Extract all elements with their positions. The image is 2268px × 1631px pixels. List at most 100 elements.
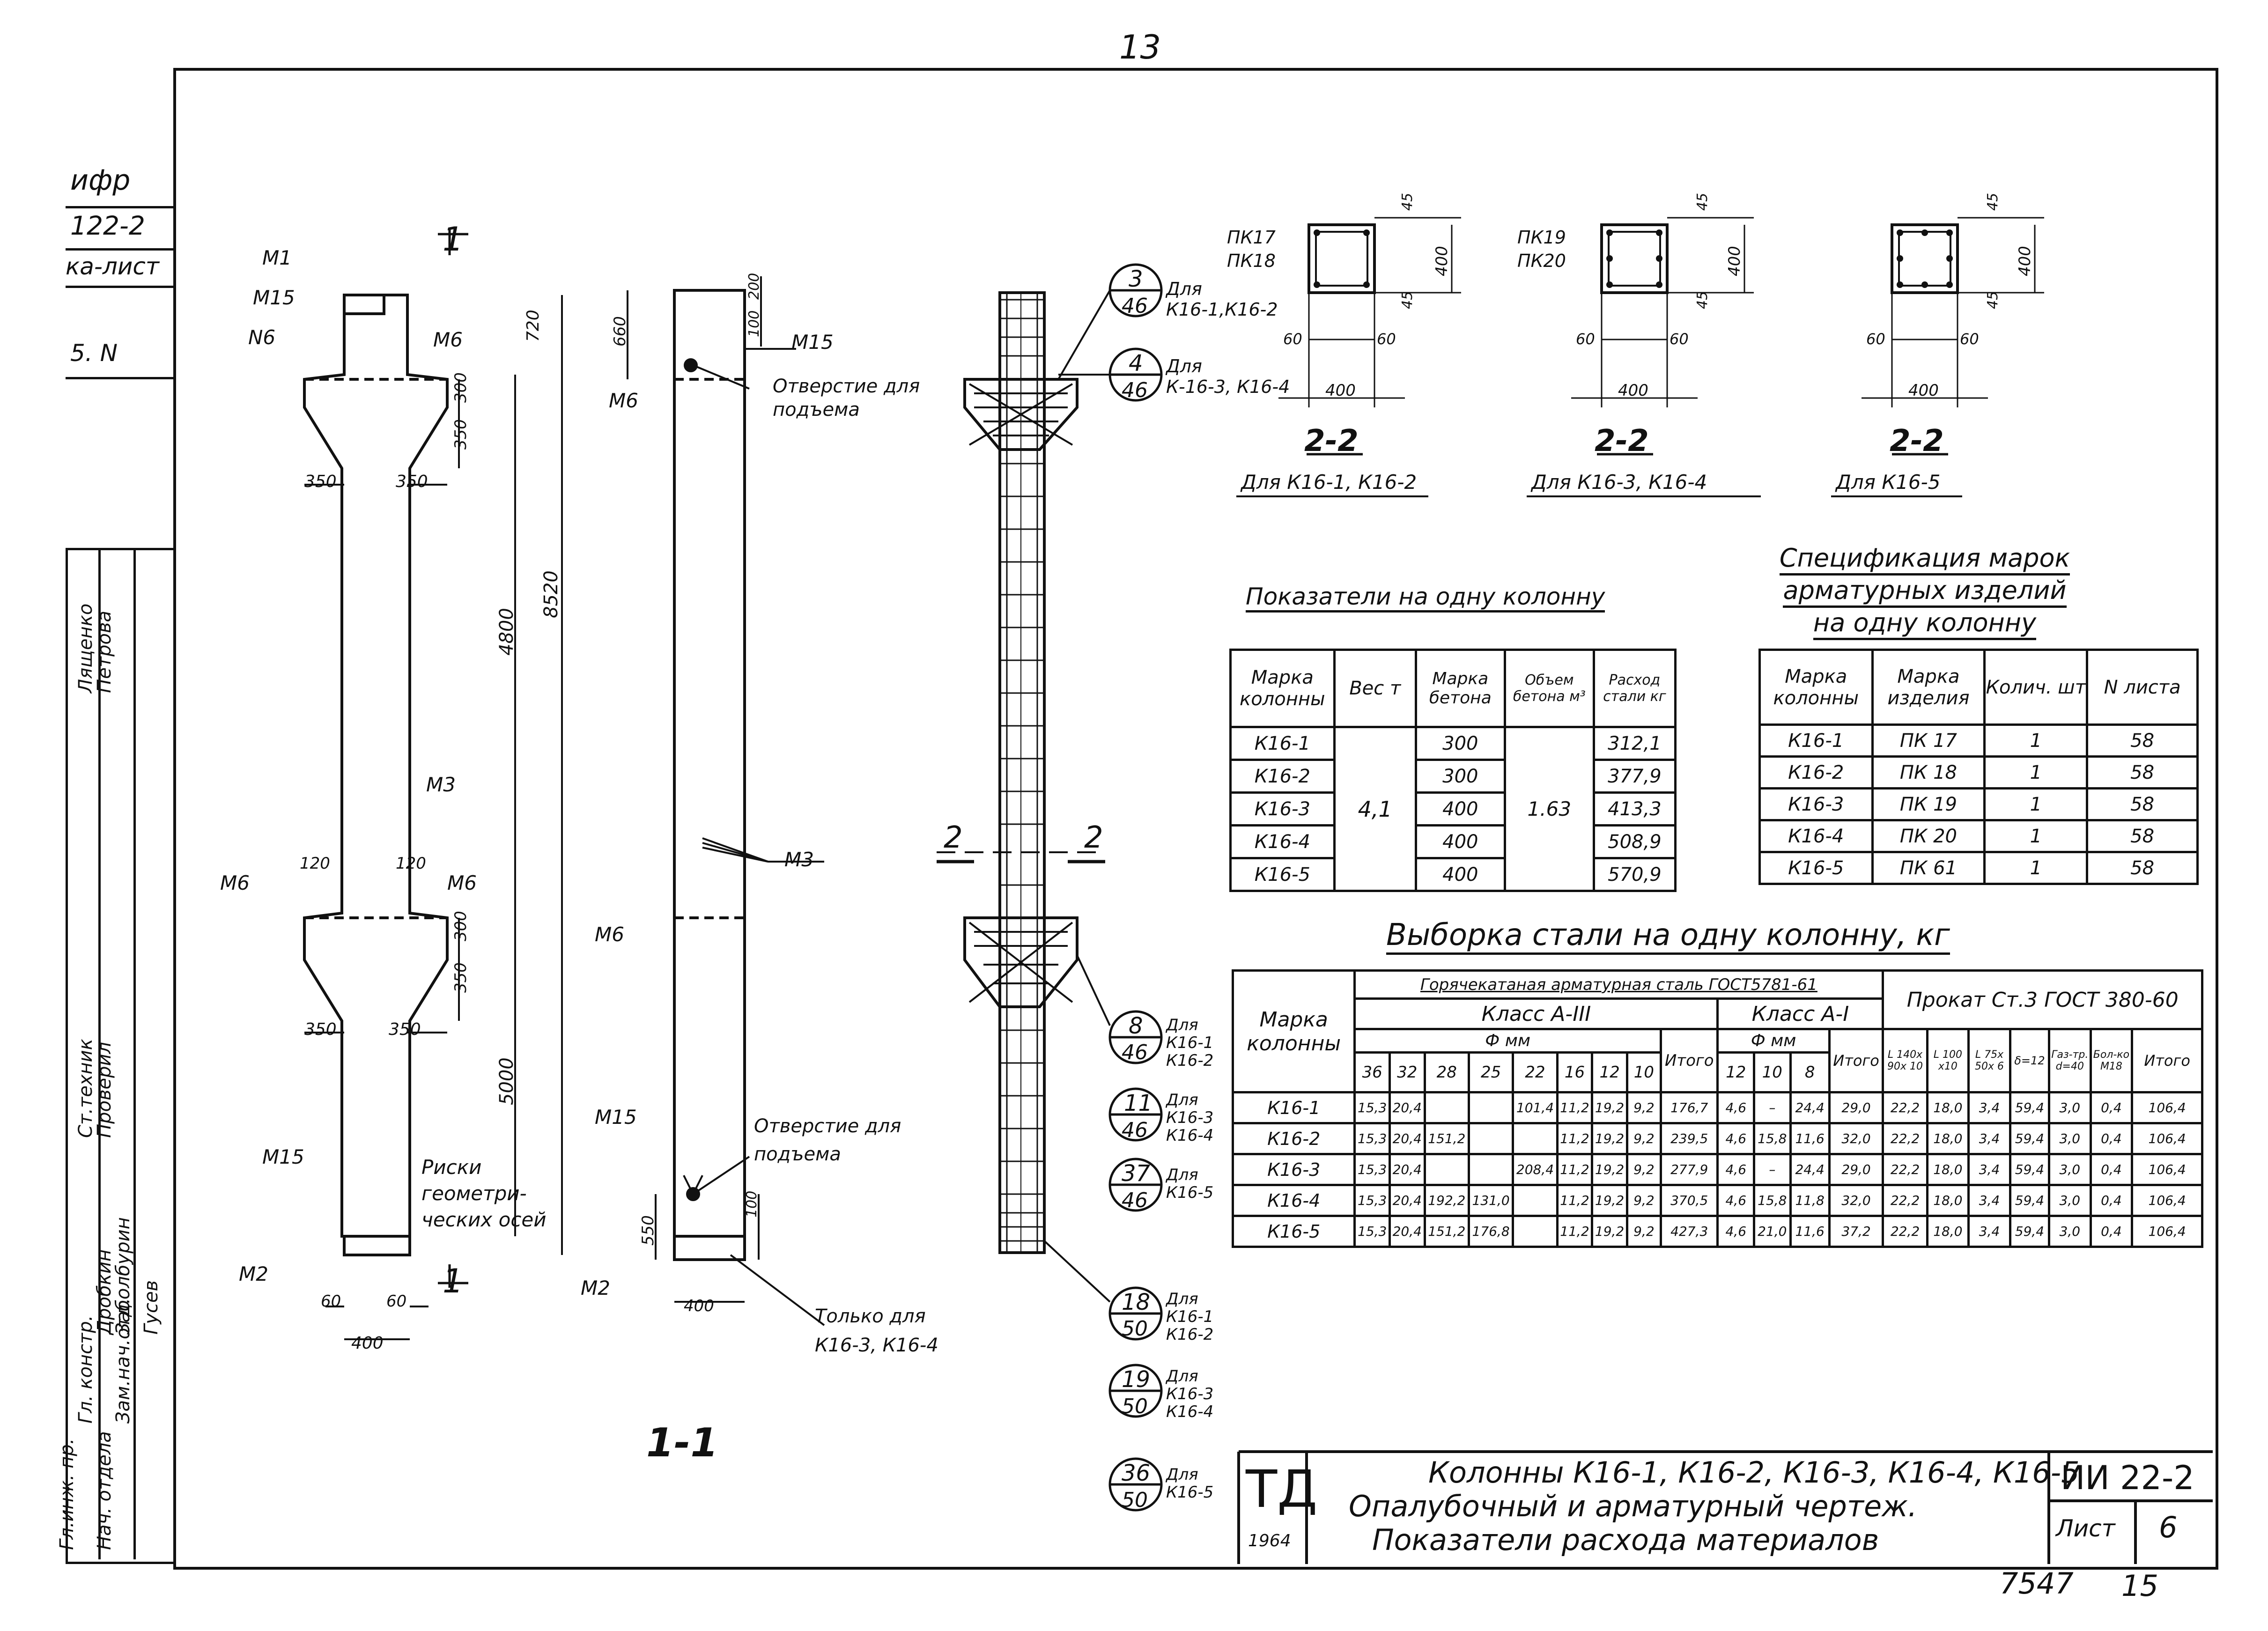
- divider: [66, 248, 173, 251]
- table-header: δ=12: [2009, 1028, 2050, 1093]
- dim-label: 400: [1325, 381, 1356, 400]
- table-cell: [1423, 1091, 1470, 1124]
- mark-label: М3: [784, 848, 814, 871]
- table-header: 10: [1625, 1051, 1662, 1093]
- table-cell: 11,6: [1789, 1215, 1831, 1248]
- table-cell: ПК 20: [1871, 819, 1986, 853]
- sheet-number: 6: [2159, 1510, 2178, 1544]
- dim-label: 120: [396, 854, 426, 873]
- callout-sheet: 50: [1122, 1317, 1148, 1341]
- mark-label: М15: [791, 331, 834, 354]
- page-number-top: 13: [1119, 28, 1161, 66]
- callout-for: Для: [1166, 1290, 1198, 1308]
- table-cell: 32,0: [1828, 1184, 1884, 1217]
- sheet-label: Лист: [2056, 1515, 2115, 1542]
- section-sub: Для К16-1, К16-2: [1241, 471, 1417, 494]
- callout-for: Для: [1166, 1465, 1198, 1484]
- table-cell: 32,0: [1828, 1122, 1884, 1155]
- side-stamp: ифр 122-2 ка-лист 5. N Гл.инж. пр. Гл. к…: [0, 155, 176, 1564]
- callout-sheet: 46: [1122, 1188, 1148, 1212]
- table-cell: –: [1753, 1153, 1792, 1186]
- table-cell: –: [1753, 1091, 1792, 1124]
- table-cell: 59,4: [2009, 1122, 2050, 1155]
- table-header: 8: [1789, 1051, 1831, 1093]
- callout-for: Для: [1166, 1016, 1198, 1034]
- dim-label: 100: [744, 1191, 760, 1218]
- table-cell: 4,6: [1716, 1215, 1756, 1248]
- table-cell: 11,2: [1556, 1153, 1594, 1186]
- dim-label: 45: [1399, 193, 1416, 211]
- table-cell: 59,4: [2009, 1215, 2050, 1248]
- table-cell: 58: [2086, 851, 2199, 885]
- table-cell: 3,0: [2047, 1184, 2092, 1217]
- table-cell: 3,0: [2047, 1091, 2092, 1124]
- dim-label: 400: [1908, 381, 1939, 400]
- table-cell: К16-4: [1229, 824, 1336, 859]
- hole-label: Отверстие для подъема: [773, 376, 920, 421]
- table-cell: 3,0: [2047, 1122, 2092, 1155]
- callout-num: 3: [1129, 266, 1143, 292]
- table-header: Итого: [2131, 1028, 2203, 1093]
- table-cell: 21,0: [1753, 1215, 1792, 1248]
- table-cell: 9,2: [1625, 1122, 1662, 1155]
- callout-for: Для: [1166, 279, 1202, 299]
- divider: [66, 206, 173, 208]
- dim-label: 660: [611, 316, 629, 347]
- callout-cols: К-16-3, К16-4: [1166, 376, 1290, 397]
- callout-label: Для К-16-3, К16-4: [1166, 356, 1290, 397]
- side-stamp-line: ифр: [70, 164, 131, 197]
- table-header: L 100 x10: [1926, 1028, 1970, 1093]
- callout-num: 4: [1129, 350, 1143, 376]
- table-cell: [1467, 1122, 1514, 1155]
- table-cell: 24,4: [1789, 1153, 1831, 1186]
- mark-label: М2: [239, 1262, 268, 1285]
- table-cell: 3,4: [1967, 1184, 2011, 1217]
- table-cell: 58: [2086, 819, 2199, 853]
- dim-label: 8520: [540, 570, 562, 618]
- mark-label: М6: [447, 871, 477, 894]
- table-cell: 570,9: [1592, 857, 1677, 892]
- section-title: 2-2: [1304, 424, 1359, 458]
- section-title: 2-2: [1890, 424, 1944, 458]
- section-tag: ПК17: [1227, 227, 1276, 248]
- mark-label: М15: [262, 1145, 304, 1168]
- table-cell: 58: [2086, 723, 2199, 758]
- spec-title-line: на одну колонну: [1813, 608, 2037, 640]
- mark-label: М6: [220, 871, 250, 894]
- table-cell: 3,0: [2047, 1153, 2092, 1186]
- drawing-code: ИИ 22-2: [2061, 1459, 2194, 1497]
- table-cell: 19,2: [1591, 1215, 1628, 1248]
- callout-for: Для: [1166, 1091, 1198, 1109]
- dim-label: 400: [1725, 246, 1744, 276]
- dim-label: 60: [1576, 330, 1595, 348]
- spec-title-line: арматурных изделий: [1783, 576, 2067, 608]
- dim-label: 45: [1399, 291, 1416, 309]
- table-cell: 0,4: [2089, 1122, 2134, 1155]
- callout-num: 11: [1124, 1090, 1152, 1116]
- dim-label: 350: [304, 1020, 337, 1039]
- table-header: Объем бетона м³: [1503, 649, 1595, 728]
- table-header: 12: [1591, 1051, 1628, 1093]
- callout-num: 37: [1122, 1160, 1151, 1187]
- mark-label: М6: [609, 389, 638, 412]
- dim-label: 720: [524, 310, 543, 342]
- table-cell: 11,6: [1789, 1122, 1831, 1155]
- dim-label: 45: [1694, 193, 1711, 211]
- table-cell: 22,2: [1882, 1184, 1928, 1217]
- table-cell: К16-1: [1758, 723, 1874, 758]
- callout-cols: К16-5: [1166, 1483, 1214, 1502]
- table-header: 16: [1556, 1051, 1594, 1093]
- table-header: Расход стали кг: [1592, 649, 1677, 728]
- table-cell: 20,4: [1388, 1215, 1426, 1248]
- dim-label: 400: [684, 1297, 714, 1315]
- dim-label: 400: [351, 1334, 384, 1353]
- table-cell: 4,6: [1716, 1122, 1756, 1155]
- side-stamp-line: 5. N: [70, 339, 118, 367]
- table-cell: 20,4: [1388, 1091, 1426, 1124]
- table-row: К16-4 400 508,9: [1229, 824, 1677, 859]
- table-header: Марка колонны: [1758, 649, 1874, 726]
